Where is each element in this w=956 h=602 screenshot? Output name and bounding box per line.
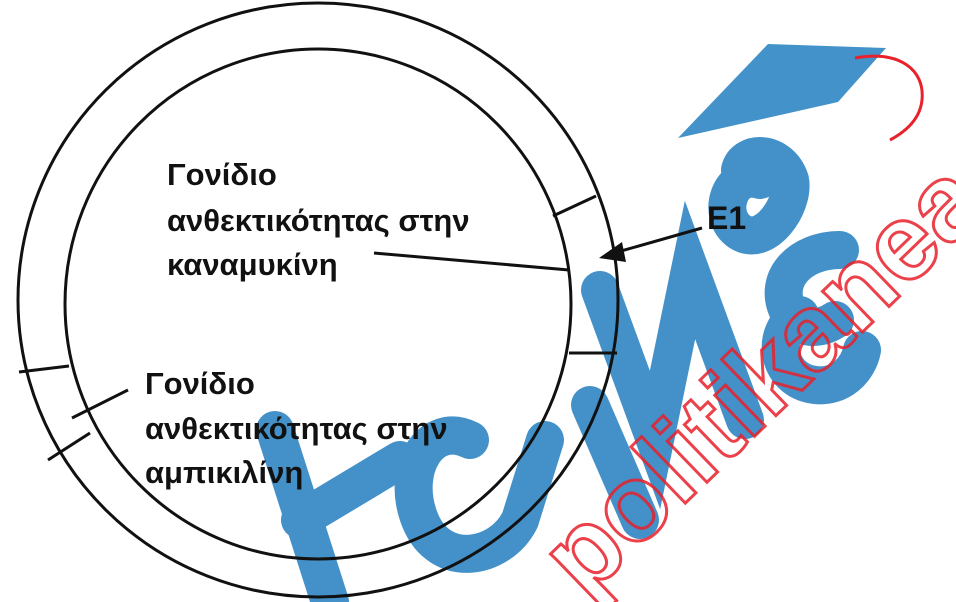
ampicillin-gene-label: Γονίδιο ανθεκτικότητας στην αμπικιλίνη bbox=[145, 366, 456, 490]
plasmid bbox=[16, 1, 703, 599]
ampicillin-gene-boundary-bottom bbox=[47, 431, 91, 462]
ampicillin-gene-boundary-top bbox=[18, 364, 70, 374]
kanamycin-pointer-line bbox=[373, 251, 570, 272]
e1-site-label: E1 bbox=[707, 200, 746, 236]
watermark-logo-letters bbox=[256, 137, 881, 602]
plasmid-outer-ring bbox=[16, 1, 620, 599]
watermark-site-text: politikanea.gr bbox=[517, 42, 956, 602]
e1-arrowhead-icon bbox=[599, 242, 626, 262]
watermark-logo: politikanea.gr bbox=[256, 40, 956, 602]
ampicillin-gene-label-line1: Γονίδιο bbox=[145, 366, 255, 401]
plasmid-inner-ring bbox=[63, 47, 573, 561]
kanamycin-gene-label: Γονίδιο ανθεκτικότητας στην καναμυκίνη bbox=[167, 157, 478, 282]
graduation-cap-icon bbox=[678, 44, 886, 138]
kanamycin-gene-label-line1: Γονίδιο bbox=[167, 157, 277, 192]
ampicillin-gene-label-line3: αμπικιλίνη bbox=[145, 455, 303, 490]
kanamycin-gene-boundary-top bbox=[552, 194, 597, 218]
ampicillin-gene-label-line2: ανθεκτικότητας στην bbox=[145, 411, 448, 446]
kanamycin-gene-label-line3: καναμυκίνη bbox=[167, 247, 338, 282]
ampicillin-pointer-line bbox=[71, 388, 129, 420]
cap-tassel-icon bbox=[854, 54, 924, 142]
e1-arrow-shaft bbox=[613, 226, 703, 255]
kanamycin-gene-label-line2: ανθεκτικότητας στην bbox=[167, 203, 470, 238]
